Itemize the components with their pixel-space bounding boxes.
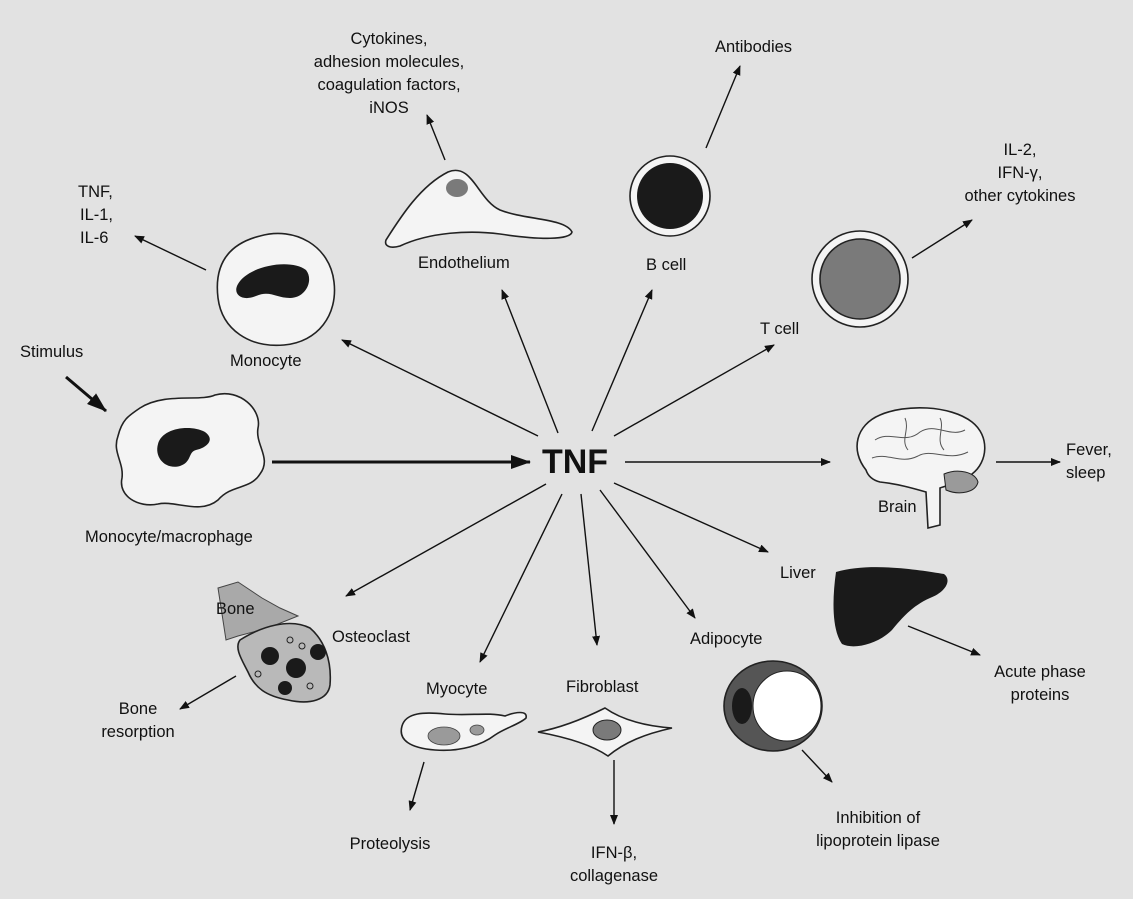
t-cell-nucleus [820, 239, 900, 319]
adipocyte-product-2: lipoprotein lipase [816, 832, 940, 850]
brain-label: Brain [878, 498, 917, 516]
fibroblast-nucleus [593, 720, 621, 740]
myocyte-nucleus-2 [470, 725, 484, 735]
osteoclast-label: Osteoclast [332, 628, 410, 646]
t-cell-product-3: other cytokines [965, 187, 1076, 205]
b-cell-nucleus [637, 163, 703, 229]
endothelium-label: Endothelium [418, 254, 510, 272]
fibroblast-label: Fibroblast [566, 678, 639, 696]
adipocyte-nucleus [732, 688, 752, 724]
fibroblast-product-1: IFN-β, [591, 844, 637, 862]
endothelium-product-3: coagulation factors, [317, 76, 460, 94]
tnf-center-label: TNF [542, 443, 608, 481]
endothelium-product-1: Cytokines, [350, 30, 427, 48]
brain-product-2: sleep [1066, 464, 1105, 482]
t-cell-product-2: IFN-γ, [998, 164, 1043, 182]
osteoclast-product-2: resorption [101, 723, 174, 741]
stimulus-label: Stimulus [20, 343, 83, 361]
monocyte-product-1: TNF, [78, 183, 113, 201]
t-cell-product-1: IL-2, [1003, 141, 1036, 159]
brain-product-1: Fever, [1066, 441, 1112, 459]
osteoclast-nucleus-1 [261, 647, 279, 665]
osteoclast-nucleus-2 [286, 658, 306, 678]
monocyte-product-2: IL-1, [80, 206, 113, 224]
adipocyte-lipid [753, 671, 821, 741]
myocyte-product-1: Proteolysis [350, 835, 431, 853]
t-cell-label: T cell [760, 320, 799, 338]
monocyte-macrophage-label: Monocyte/macrophage [85, 528, 253, 546]
myocyte-nucleus-1 [428, 727, 460, 745]
fibroblast-product-2: collagenase [570, 867, 658, 885]
adipocyte-product-1: Inhibition of [836, 809, 921, 827]
liver-product-2: proteins [1011, 686, 1070, 704]
liver-label: Liver [780, 564, 816, 582]
osteoclast-product-1: Bone [119, 700, 158, 718]
monocyte-label: Monocyte [230, 352, 302, 370]
endothelium-product-2: adhesion molecules, [314, 53, 464, 71]
osteoclast-nucleus-4 [278, 681, 292, 695]
b-cell-label: B cell [646, 256, 686, 274]
endothelium-product-4: iNOS [369, 99, 408, 117]
liver-product-1: Acute phase [994, 663, 1086, 681]
endothelium-nucleus [446, 179, 468, 197]
myocyte-label: Myocyte [426, 680, 487, 698]
bone-label: Bone [216, 600, 255, 618]
adipocyte-label: Adipocyte [690, 630, 762, 648]
monocyte-product-3: IL-6 [80, 229, 108, 247]
b-cell-product-1: Antibodies [715, 38, 792, 56]
osteoclast-nucleus-3 [310, 644, 326, 660]
